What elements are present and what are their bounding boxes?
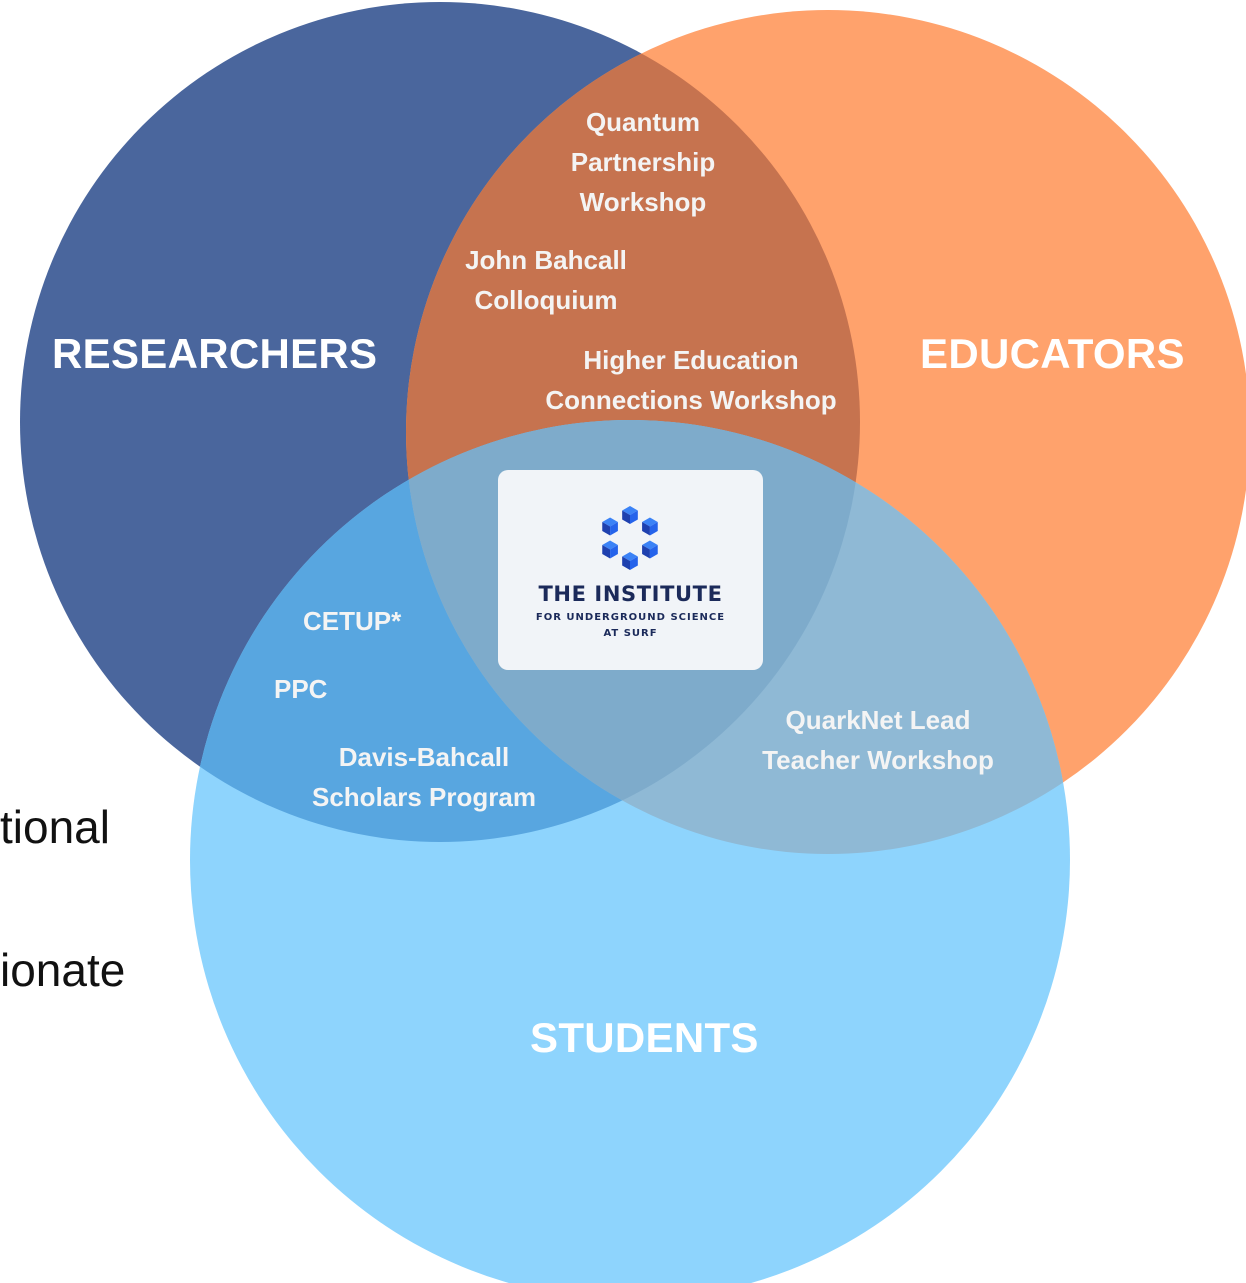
logo-cube-face: [642, 522, 650, 536]
interlocking-cubes-logo-icon: [602, 506, 658, 570]
john-bahcall-colloquium-label: John Bahcall Colloquium: [465, 245, 627, 315]
logo-cube-face: [642, 540, 658, 550]
logo-cube-face: [630, 556, 638, 570]
logo-cube-face: [649, 545, 658, 559]
quantum-partnership-workshop-label: Quantum Partnership Workshop: [570, 107, 716, 217]
higher-education-connections-workshop-label: Higher Education Connections Workshop: [545, 345, 837, 415]
ppc-label: PPC: [274, 674, 328, 704]
davis-bahcall-scholars-program-label: Davis-Bahcall Scholars Program: [312, 742, 536, 812]
cut-off-text-line-1: tional: [0, 801, 110, 853]
logo-cube-face: [649, 522, 658, 536]
logo-title: THE INSTITUTE: [538, 582, 723, 606]
educators-label: EDUCATORS: [920, 330, 1185, 377]
logo-cube-face: [630, 510, 638, 524]
logo-cube-face: [622, 506, 638, 515]
logo-subtitle-line-2: AT SURF: [603, 628, 658, 639]
logo-cube-face: [642, 545, 650, 559]
logo-cube-face: [622, 510, 630, 524]
institute-logo-card: THE INSTITUTE FOR UNDERGROUND SCIENCE AT…: [498, 470, 763, 670]
logo-cube-face: [602, 517, 618, 527]
logo-cube-face: [622, 556, 630, 570]
logo-cube-face: [610, 545, 618, 559]
logo-subtitle-line-1: FOR UNDERGROUND SCIENCE: [535, 612, 726, 623]
logo-cube-face: [602, 545, 611, 559]
logo-cube-face: [610, 522, 618, 536]
researchers-label: RESEARCHERS: [52, 330, 378, 377]
quarknet-lead-teacher-workshop-label: QuarkNet Lead Teacher Workshop: [762, 705, 994, 775]
students-label: STUDENTS: [530, 1014, 759, 1061]
logo-cube-face: [602, 522, 611, 536]
logo-cube-face: [622, 552, 638, 561]
logo-cube-face: [642, 517, 658, 527]
logo-cube-face: [602, 540, 618, 550]
cut-off-text-line-2: ionate: [0, 944, 126, 996]
cetup-label: CETUP*: [303, 606, 402, 636]
